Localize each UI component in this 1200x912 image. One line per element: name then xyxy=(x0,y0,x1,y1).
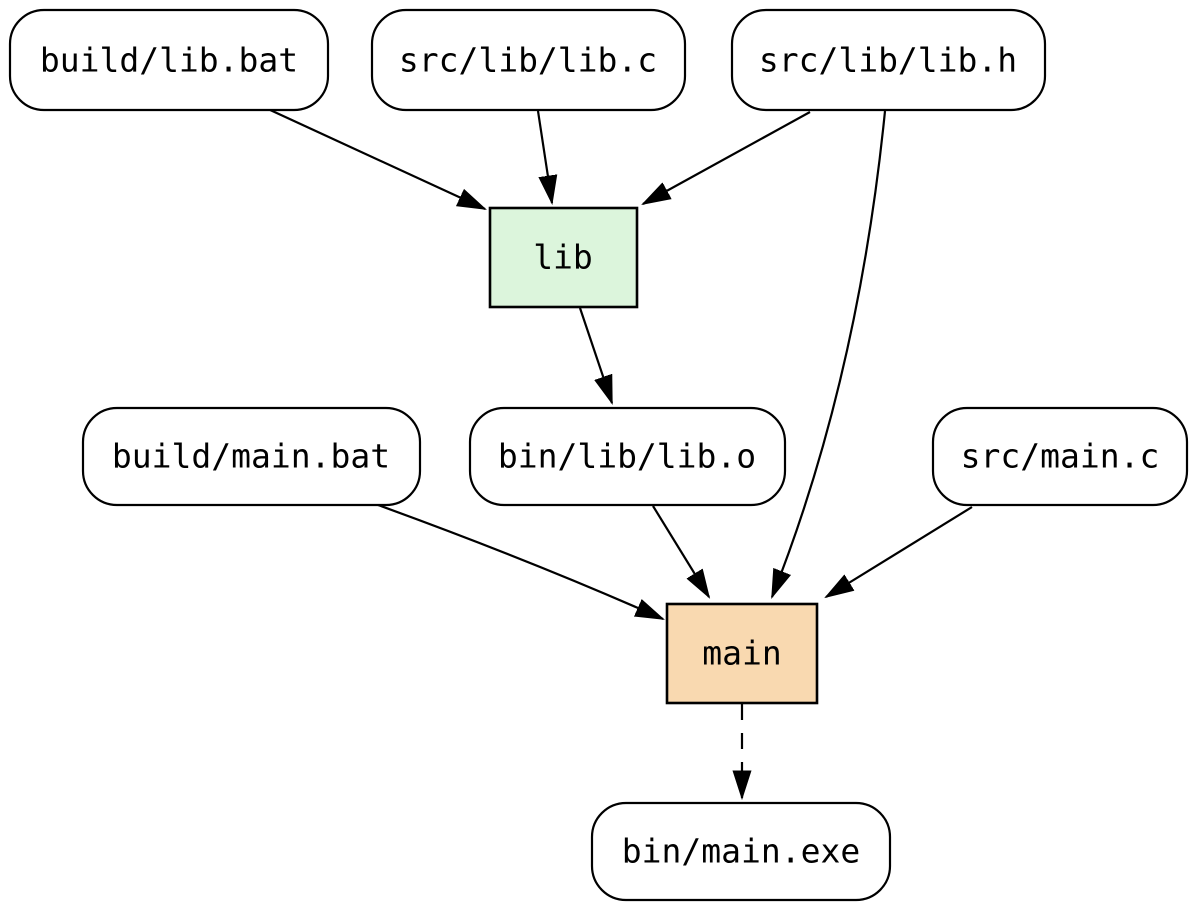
node-bin-main-exe: bin/main.exe xyxy=(590,801,892,902)
node-label-src-main-c: src/main.c xyxy=(961,437,1160,476)
node-lib: lib xyxy=(488,206,639,309)
node-box-main xyxy=(665,602,819,705)
node-box-src-lib-c xyxy=(370,8,687,112)
node-box-bin-main-exe xyxy=(590,801,892,902)
node-src-lib-c: src/lib/lib.c xyxy=(370,8,687,112)
node-label-bin-lib-lib-o: bin/lib/lib.o xyxy=(498,437,756,476)
node-label-build-lib-bat: build/lib.bat xyxy=(40,41,298,80)
edge-bin-lib-lib-o-to-main xyxy=(652,505,709,597)
node-box-src-main-c xyxy=(931,406,1189,507)
node-box-src-lib-h xyxy=(730,8,1047,112)
edges-layer xyxy=(267,108,973,798)
edge-src-lib-h-to-main xyxy=(770,110,887,597)
node-label-main: main xyxy=(702,634,781,673)
node-label-bin-main-exe: bin/main.exe xyxy=(622,832,860,871)
node-label-lib: lib xyxy=(533,238,593,277)
node-build-main-bat: build/main.bat xyxy=(81,406,422,507)
node-label-src-lib-h: src/lib/lib.h xyxy=(759,41,1017,80)
node-build-lib-bat: build/lib.bat xyxy=(8,8,330,112)
node-main: main xyxy=(665,602,819,705)
edge-lib-to-bin-lib-lib-o xyxy=(578,307,614,403)
node-label-src-lib-c: src/lib/lib.c xyxy=(399,41,657,80)
node-box-lib xyxy=(488,206,639,309)
edge-src-main-c-to-main xyxy=(826,506,973,597)
node-src-main-c: src/main.c xyxy=(931,406,1189,507)
node-box-bin-lib-lib-o xyxy=(468,406,787,507)
edge-build-main-bat-to-main xyxy=(377,503,663,621)
node-box-build-lib-bat xyxy=(8,8,330,112)
edge-src-lib-h-to-lib xyxy=(643,111,811,204)
node-src-lib-h: src/lib/lib.h xyxy=(730,8,1047,112)
node-bin-lib-lib-o: bin/lib/lib.o xyxy=(468,406,787,507)
edge-src-lib-c-to-lib xyxy=(536,110,552,203)
edge-build-lib-bat-to-lib xyxy=(267,108,485,210)
node-box-build-main-bat xyxy=(81,406,422,507)
node-label-build-main-bat: build/main.bat xyxy=(112,437,390,476)
